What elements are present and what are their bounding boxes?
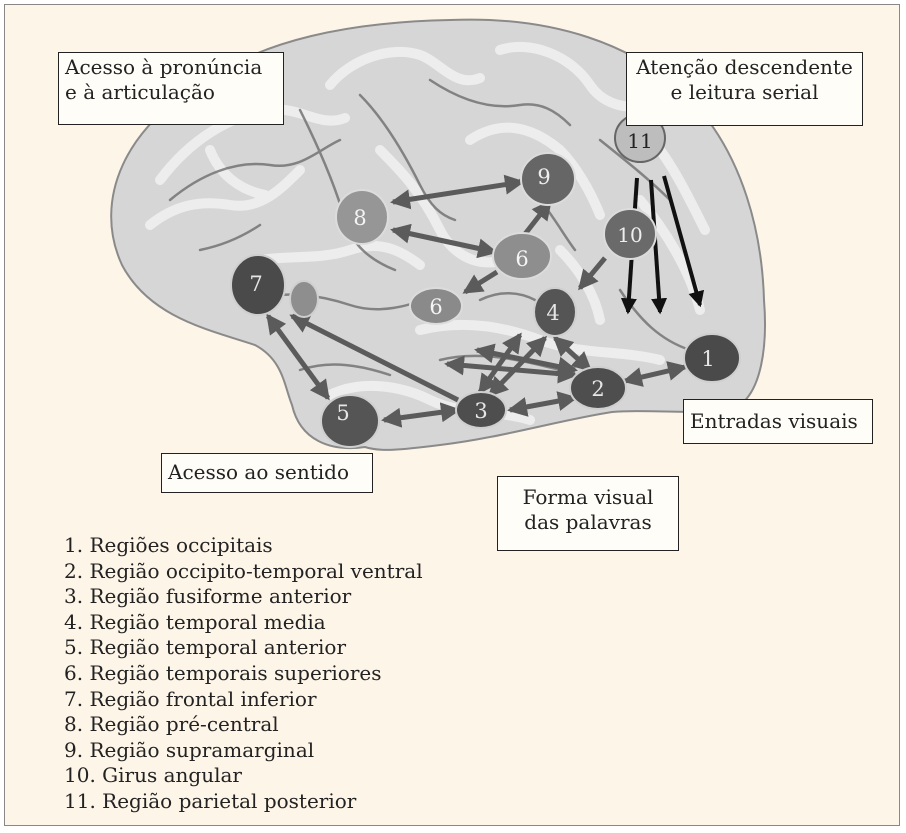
callout-visual-input-text: Entradas visuais <box>690 402 866 440</box>
legend-item: 3. Região fusiforme anterior <box>64 584 423 610</box>
callout-attention-line-1: Atenção descendente <box>633 55 856 80</box>
region-7: 7 <box>231 255 285 315</box>
region-4-label: 4 <box>546 301 559 325</box>
region-6a-label: 6 <box>515 247 528 271</box>
region-5: 5 <box>321 395 379 447</box>
region-4: 4 <box>534 288 576 336</box>
callout-pronunciation: Acesso à pronúncia e à articulação <box>58 52 284 125</box>
region-1-label: 1 <box>701 347 714 371</box>
legend-item: 6. Região temporais superiores <box>64 661 423 687</box>
region-9: 9 <box>521 153 575 205</box>
callout-visual-word-form: Forma visual das palavras <box>497 476 679 551</box>
legend-item: 2. Região occipito-temporal ventral <box>64 559 423 585</box>
callout-attention: Atenção descendente e leitura serial <box>626 52 863 126</box>
callout-pronunciation-line-1: Acesso à pronúncia <box>65 55 277 80</box>
legend-item: 7. Região frontal inferior <box>64 687 423 713</box>
region-6a: 6 <box>493 233 551 279</box>
region-7-label: 7 <box>249 272 262 296</box>
callout-pronunciation-line-2: e à articulação <box>65 80 277 105</box>
region-3: 3 <box>456 392 506 428</box>
region-2-label: 2 <box>591 377 604 401</box>
region-legend: 1. Regiões occipitais 2. Região occipito… <box>64 533 423 815</box>
legend-item: 10. Girus angular <box>64 763 423 789</box>
legend-item: 11. Região parietal posterior <box>64 789 423 815</box>
callout-visual-input: Entradas visuais <box>683 399 873 444</box>
legend-item: 5. Região temporal anterior <box>64 635 423 661</box>
region-10-label: 10 <box>617 223 642 247</box>
region-6b: 6 <box>410 288 462 324</box>
region-9-label: 9 <box>537 165 550 189</box>
region-5-label: 5 <box>336 401 349 425</box>
region-11-label: 11 <box>627 129 652 153</box>
region-8: 8 <box>336 190 388 244</box>
callout-meaning: Acesso ao sentido <box>161 453 373 493</box>
region-unlabeled <box>290 281 318 317</box>
region-1: 1 <box>684 334 740 382</box>
callout-visual-word-form-line-2: das palavras <box>504 510 672 535</box>
callout-meaning-text: Acesso ao sentido <box>168 456 366 489</box>
legend-item: 8. Região pré-central <box>64 712 423 738</box>
callout-attention-line-2: e leitura serial <box>633 80 856 105</box>
region-6b-label: 6 <box>429 295 442 319</box>
callout-visual-word-form-line-1: Forma visual <box>504 485 672 510</box>
legend-item: 1. Regiões occipitais <box>64 533 423 559</box>
region-3-label: 3 <box>474 399 487 423</box>
legend-item: 4. Região temporal media <box>64 610 423 636</box>
region-8-label: 8 <box>353 206 366 230</box>
region-2: 2 <box>570 367 626 409</box>
region-10: 10 <box>604 209 656 259</box>
legend-item: 9. Região supramarginal <box>64 738 423 764</box>
